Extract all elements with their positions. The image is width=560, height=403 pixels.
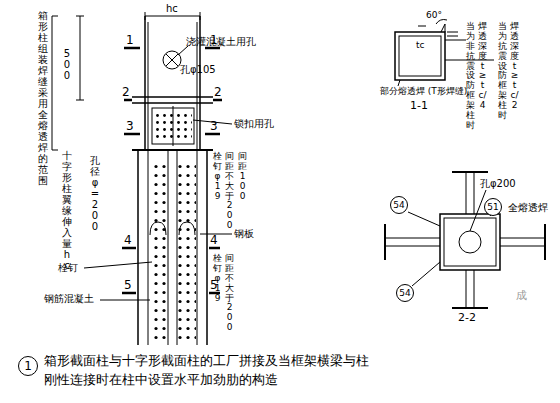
note: 全熔透焊 <box>508 202 548 214</box>
note: 焊透深度t≥tc/4 <box>478 22 487 111</box>
note: 孔φ200 <box>480 178 516 190</box>
section-title: 2-2 <box>458 312 476 325</box>
note: 当为抗震设防框架柱时 <box>498 22 507 121</box>
section-mark: 4 <box>210 234 218 248</box>
section-mark: 4 <box>124 234 132 248</box>
section-mark: 1 <box>126 34 134 48</box>
callout-number: 1 <box>24 359 32 373</box>
callout-circle: 54 <box>396 284 414 302</box>
note: 箱形柱组装焊缝采用全熔透焊的范围 <box>38 10 48 186</box>
note: 间距不大于200 <box>225 254 234 333</box>
note: 间距100 <box>238 152 247 201</box>
note: 部分熔透焊 (T形焊缝) <box>380 86 467 96</box>
callout-number: 54 <box>393 200 404 210</box>
section-mark: 3 <box>210 120 218 134</box>
section-mark: 2 <box>214 86 222 100</box>
note: 当为非抗震设防框架柱时 <box>466 22 475 131</box>
note: 栓钉φ19 <box>213 152 222 201</box>
note: 栓钉 <box>58 262 78 274</box>
note: 钢筋混凝土 <box>44 293 94 305</box>
figure-caption: 箱形截面柱与十字形截面柱的工厂拼接及当框架横梁与柱刚性连接时在柱中设置水平加劲肋… <box>44 352 374 390</box>
note: 孔φ105 <box>180 64 216 76</box>
callout-number: 51 <box>487 202 498 212</box>
note: 间距不大于200 <box>225 152 234 231</box>
note: 钢板 <box>234 228 254 240</box>
section-mark: 2 <box>122 86 130 100</box>
dimension: 60° <box>426 10 442 20</box>
note: 孔径φ=200 <box>90 155 100 232</box>
note: 十字形柱翼缘伸入量hc <box>62 150 72 271</box>
watermark: 成 <box>516 290 527 303</box>
dimension: hc <box>166 3 178 15</box>
dimension: tc <box>416 40 424 50</box>
dimension: 500 <box>62 48 72 81</box>
callout-circle: 51 <box>484 198 502 216</box>
note: 焊透深度t≥tc/2 <box>510 22 519 111</box>
section-mark: 3 <box>126 120 134 134</box>
note: 锁扣用孔 <box>234 118 274 130</box>
note: 栓钉φ19 <box>213 254 222 303</box>
section-title: 1-1 <box>410 100 428 113</box>
callout-circle: 54 <box>390 196 408 214</box>
callout-number: 54 <box>399 288 410 298</box>
section-mark: 5 <box>124 279 132 293</box>
callout-circle: 1 <box>18 356 38 376</box>
note: 浇灌混凝土用孔 <box>186 36 256 48</box>
